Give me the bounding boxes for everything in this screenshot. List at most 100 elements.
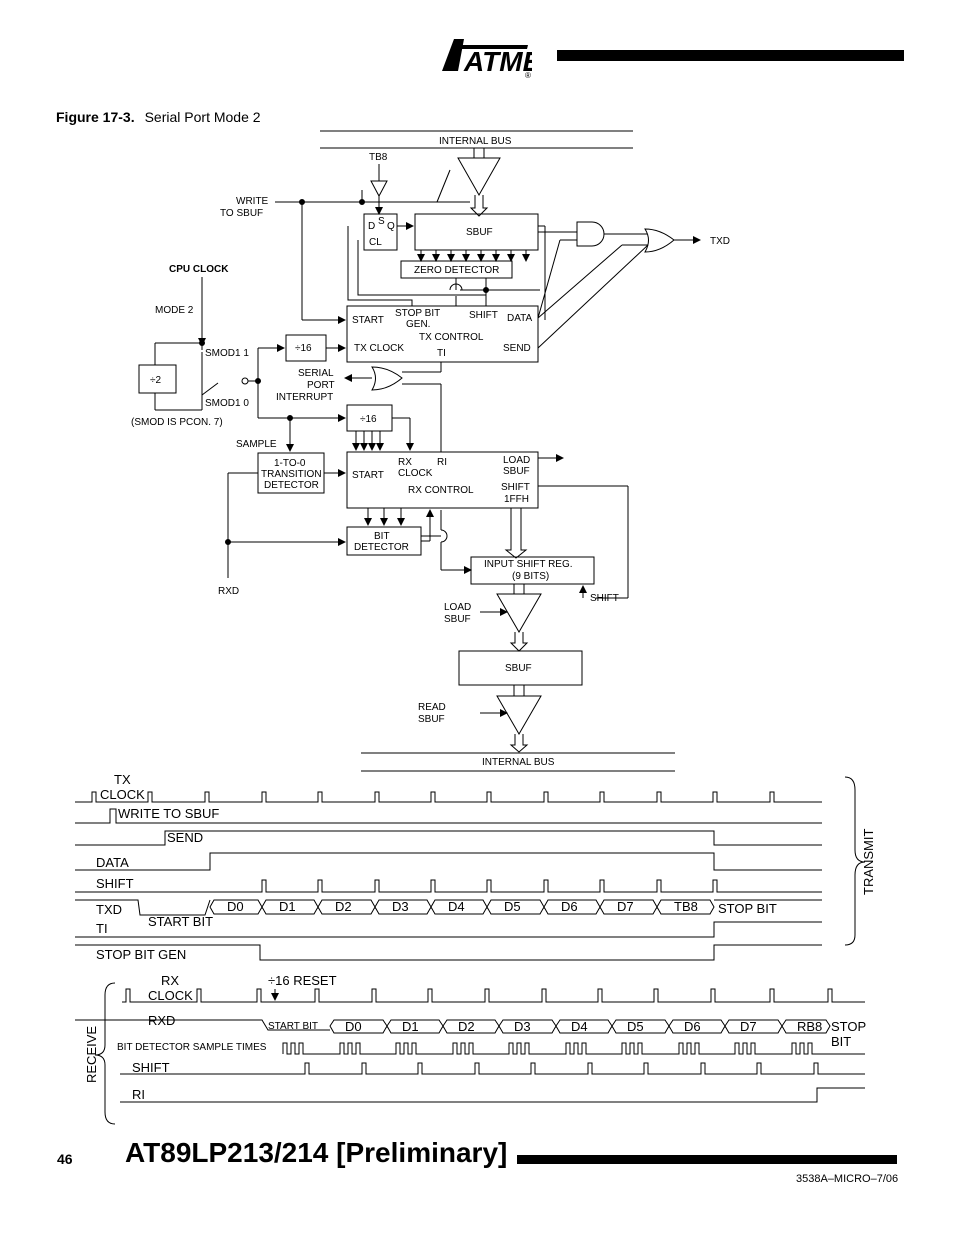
load-sbuf-1: LOAD <box>444 602 471 613</box>
tx-clock-label: TX CLOCK <box>354 343 404 354</box>
tx-shift-label: SHIFT <box>469 310 498 321</box>
transition-2: TRANSITION <box>261 469 322 480</box>
start-bit-label: START BIT <box>148 914 213 929</box>
smod1-1-label: SMOD1 1 <box>205 348 249 359</box>
read-sbuf-1: READ <box>418 702 446 713</box>
tx-bit-label: D7 <box>617 899 634 914</box>
header-bar <box>557 50 904 61</box>
shift-label: SHIFT <box>590 593 619 604</box>
write-to-sbuf: WRITE TO SBUF <box>118 806 219 821</box>
write-sbuf-2: TO SBUF <box>220 208 263 219</box>
tx-bit-label: D6 <box>561 899 578 914</box>
rxd-label: RXD <box>218 586 239 597</box>
rx-bit-label: D3 <box>514 1019 531 1034</box>
div16-tx-label: ÷16 <box>295 343 312 354</box>
stop-bit-gen-1: STOP BIT <box>395 308 440 319</box>
mode2-label: MODE 2 <box>155 305 194 316</box>
tx-bit-label: D3 <box>392 899 409 914</box>
figure-caption: Figure 17-3. Serial Port Mode 2 <box>56 109 261 125</box>
rx-stop-2: BIT <box>831 1034 851 1049</box>
div16-rx-label: ÷16 <box>360 414 377 425</box>
tx-bit-label: D0 <box>227 899 244 914</box>
tx-clock-2: CLOCK <box>100 787 145 802</box>
footer-title: AT89LP213/214 [Preliminary] <box>125 1137 508 1168</box>
zero-detector-label: ZERO DETECTOR <box>414 265 499 276</box>
rx-clock-1: RX <box>161 973 179 988</box>
internal-bus-bottom: INTERNAL BUS <box>482 757 555 768</box>
rx-stop-1: STOP <box>831 1019 866 1034</box>
ff-cl: CL <box>369 237 382 248</box>
ff-s: S <box>378 216 385 227</box>
ri-label: RI <box>132 1087 145 1102</box>
rx-bit-label: D1 <box>402 1019 419 1034</box>
ti-label: TI <box>96 921 108 936</box>
rx-bit-label: D0 <box>345 1019 362 1034</box>
rx-load-1: LOAD <box>503 455 530 466</box>
ff-d: D <box>368 221 375 232</box>
bit-detector-2: DETECTOR <box>354 542 409 553</box>
atmel-logo: ATMEL ® <box>440 33 532 81</box>
tx-send-label: SEND <box>503 343 531 354</box>
load-sbuf-2: SBUF <box>444 614 471 625</box>
rx-bit-label: RB8 <box>797 1019 822 1034</box>
ff-q: Q <box>387 221 395 232</box>
cpu-clock-label: CPU CLOCK <box>169 264 229 275</box>
sbuf-rx-label: SBUF <box>505 663 532 674</box>
rx-clock-2: CLOCK <box>398 468 433 479</box>
write-sbuf-1: WRITE <box>236 196 269 207</box>
div16-reset: ÷16 RESET <box>268 973 337 988</box>
stop-bit-gen-label: STOP BIT GEN <box>96 947 186 962</box>
rx-start-label: START <box>352 470 384 481</box>
data-label: DATA <box>96 855 129 870</box>
read-sbuf-2: SBUF <box>418 714 445 725</box>
tx-bit-label: TB8 <box>674 899 698 914</box>
rx-bit-label: D6 <box>684 1019 701 1034</box>
stop-bit-gen-2: GEN. <box>406 319 430 330</box>
tx-bit-label: D2 <box>335 899 352 914</box>
sbuf-tx-label: SBUF <box>466 227 493 238</box>
footer-bar <box>517 1155 897 1164</box>
transition-1: 1-TO-0 <box>274 458 306 469</box>
bit-detector-sample-times: BIT DETECTOR SAMPLE TIMES <box>117 1042 267 1053</box>
logo-registered: ® <box>525 71 531 80</box>
tx-bit-label: D4 <box>448 899 465 914</box>
transmit-timing <box>75 776 866 961</box>
bit-detector-1: BIT <box>374 531 390 542</box>
rx-control-label: RX CONTROL <box>408 485 474 496</box>
tx-control-label: TX CONTROL <box>419 332 484 343</box>
figure-title: Serial Port Mode 2 <box>144 109 261 125</box>
transition-3: DETECTOR <box>264 480 319 491</box>
input-shift-2: (9 BITS) <box>512 571 549 582</box>
rx-bit-label: D2 <box>458 1019 475 1034</box>
rx-clock-2: CLOCK <box>148 988 193 1003</box>
rxd-timing: RXD <box>148 1013 175 1028</box>
tx-ti-label: TI <box>437 348 446 359</box>
rx-shift-2: 1FFH <box>504 494 529 505</box>
tb8-label: TB8 <box>369 152 388 163</box>
sample-label: SAMPLE <box>236 439 277 450</box>
smod1-0-label: SMOD1 0 <box>205 398 249 409</box>
figure-label: Figure 17-3. <box>56 109 135 125</box>
rx-shift-label: SHIFT <box>132 1060 170 1075</box>
div2-label: ÷2 <box>150 375 161 386</box>
send-label: SEND <box>167 830 203 845</box>
doc-number: 3538A–MICRO–7/06 <box>796 1173 899 1185</box>
rx-clock-1: RX <box>398 457 412 468</box>
rx-load-2: SBUF <box>503 466 530 477</box>
tx-start-label: START <box>352 315 384 326</box>
rx-start-bit: START BIT <box>268 1021 318 1032</box>
transmit-label: TRANSMIT <box>861 829 876 896</box>
rx-bit-label: D5 <box>627 1019 644 1034</box>
serial-port-int-2: PORT <box>307 380 335 391</box>
serial-port-int-1: SERIAL <box>298 368 334 379</box>
tx-bit-label: D1 <box>279 899 296 914</box>
rx-bit-label: D7 <box>740 1019 757 1034</box>
serial-port-int-3: INTERRUPT <box>276 392 333 403</box>
logo-text: ATMEL <box>463 46 532 77</box>
tx-bit-label: D5 <box>504 899 521 914</box>
stop-bit-label: STOP BIT <box>718 901 777 916</box>
page-number: 46 <box>57 1151 73 1167</box>
rx-bit-label: D4 <box>571 1019 588 1034</box>
smod-note: (SMOD IS PCON. 7) <box>131 417 223 428</box>
